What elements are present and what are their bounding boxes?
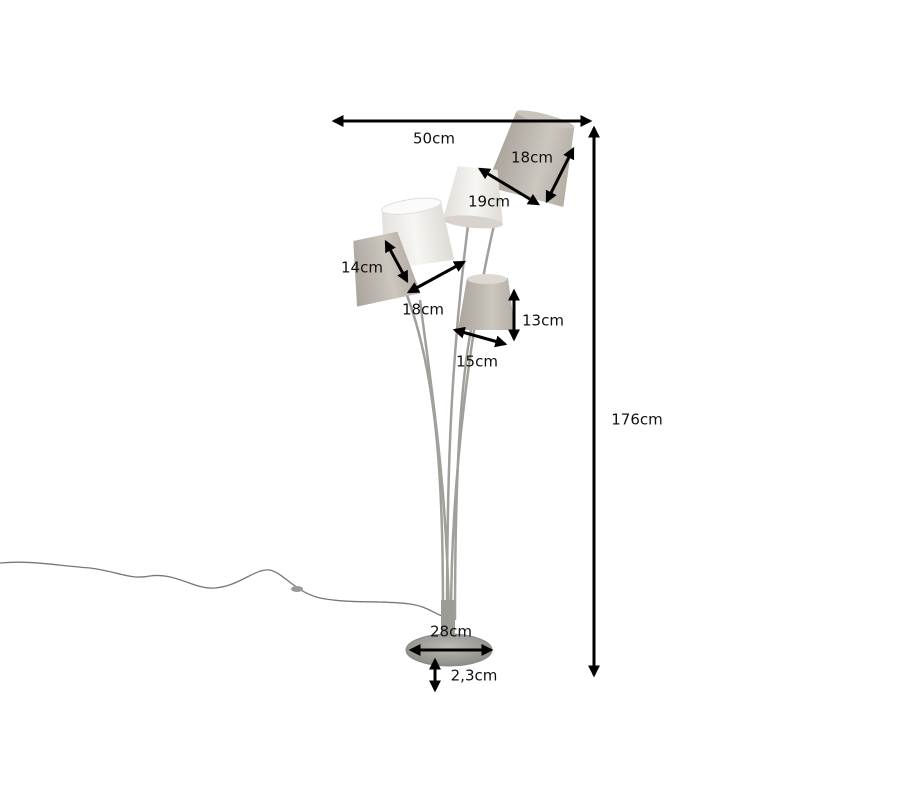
height-label: 176cm	[611, 411, 663, 429]
shade-left-height-label: 14cm	[341, 259, 383, 277]
dimension-arrows	[331, 115, 600, 693]
power-cord	[0, 561, 443, 617]
shade-left-width-label: 18cm	[402, 301, 444, 319]
shade-left-height-arrow	[384, 239, 409, 284]
lamp-base-pole	[441, 600, 455, 636]
shade-bottom-height-label: 13cm	[522, 312, 564, 330]
shade-top-width-label: 19cm	[468, 193, 510, 211]
width-label: 50cm	[413, 130, 455, 148]
shade-bottom-width-arrow	[452, 326, 508, 348]
shade-top-height-label: 18cm	[511, 149, 553, 167]
shade-top-width-arrow	[477, 167, 541, 206]
shade-bottom	[458, 274, 515, 330]
shade-left-width-arrow	[406, 260, 467, 294]
cord-switch	[291, 586, 303, 592]
base-height-label: 2,3cm	[451, 667, 498, 685]
shade-top-height-arrow	[545, 146, 575, 204]
base-diameter-label: 28cm	[430, 623, 472, 641]
shade-bottom-width-label: 15cm	[456, 353, 498, 371]
